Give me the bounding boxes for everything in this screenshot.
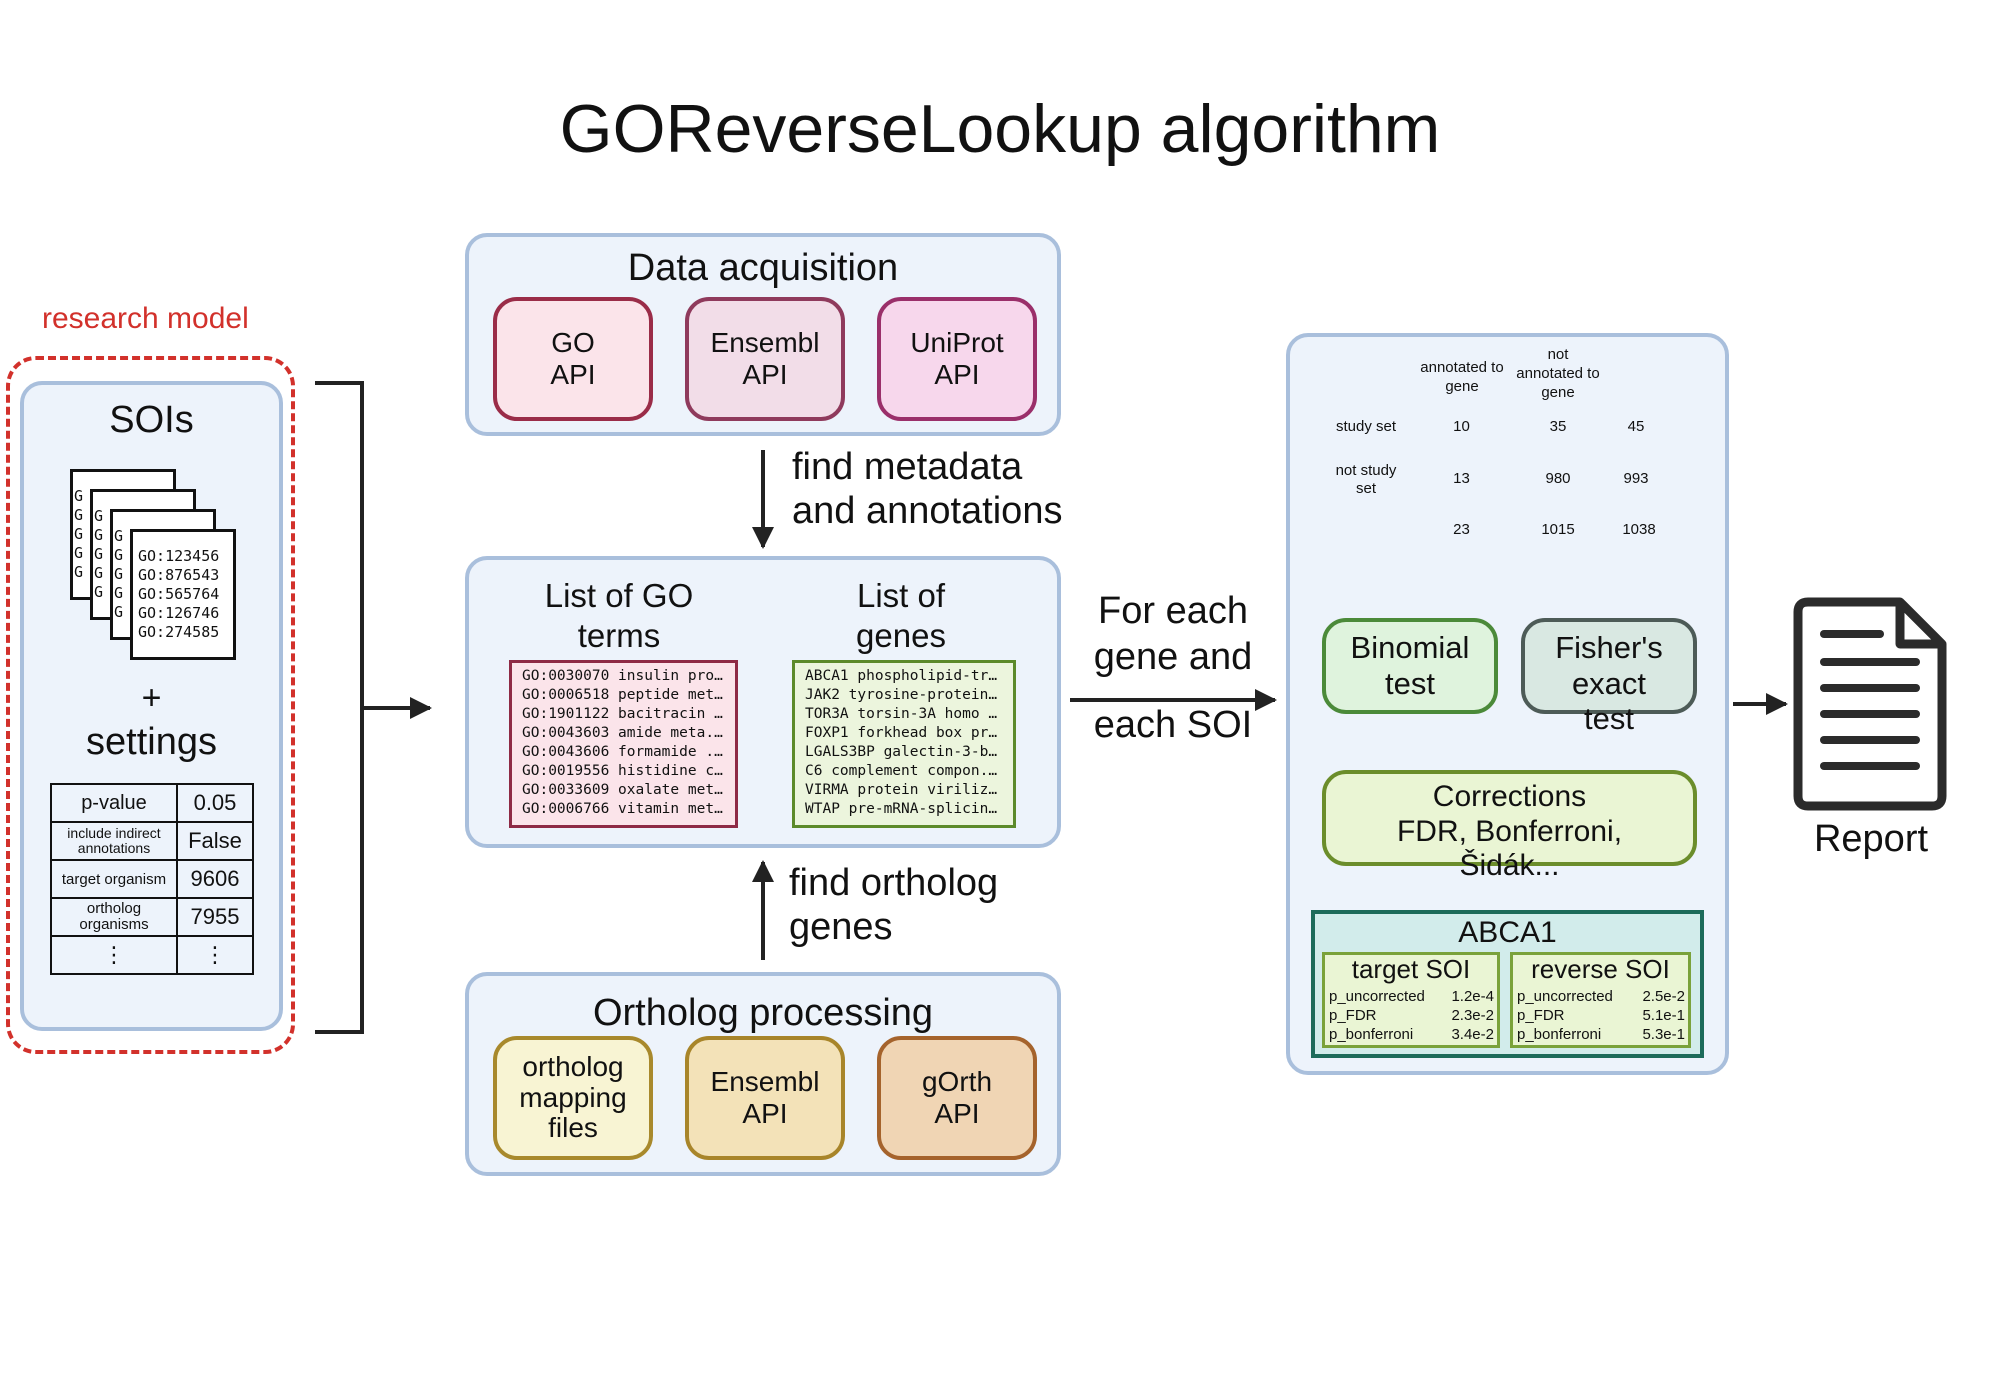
cell-r1c2: 35 — [1549, 418, 1567, 435]
cell-r2c2: 980 — [1545, 470, 1571, 487]
list-item: GO:0006518 peptide met... — [522, 687, 725, 703]
row-header-not-study-set: not study set — [1335, 462, 1397, 497]
report-label: Report — [1813, 818, 1929, 860]
cell-r3c3: 1038 — [1622, 521, 1656, 538]
research-model-dashed-frame — [6, 356, 295, 1054]
list-item: GO:0006766 vitamin met... — [522, 801, 725, 817]
list-item: JAK2 tyrosine-protein kin... — [805, 687, 1003, 703]
cell-r3c1: 23 — [1453, 521, 1470, 538]
cell-r3c2: 1015 — [1541, 521, 1575, 538]
settings-title: settings — [86, 721, 217, 763]
list-item: WTAP pre-mRNA-splicing... — [805, 801, 1003, 817]
list-item: GO:0030070 insulin proce... — [522, 668, 725, 684]
list-item: FOXP1 forkhead box pro... — [805, 725, 1003, 741]
cell-r1c1: 10 — [1453, 418, 1470, 435]
sois-title: SOIs — [109, 399, 194, 441]
col-header-not-annotated: not annotated to gene — [1516, 346, 1600, 401]
list-item: VIRMA protein virilizer ho... — [805, 782, 1003, 798]
research-model-label: research model — [42, 302, 249, 335]
report-document-icon — [1793, 597, 1947, 811]
soi-go-terms: GO:123456 GO:876543 GO:565764 GO:126746 … — [138, 547, 220, 641]
go-terms-list: GO:0030070 insulin proce... GO:0006518 p… — [509, 660, 738, 828]
list-item: GO:0043603 amide meta... — [522, 725, 725, 741]
result-gene: ABCA1 — [1458, 916, 1557, 949]
page-title: GOReverseLookup algorithm — [559, 91, 1441, 167]
ortholog-title: Ortholog processing — [592, 992, 934, 1034]
data-acquisition-title: Data acquisition — [627, 247, 899, 289]
cell-r2c1: 13 — [1453, 470, 1470, 487]
list-item: GO:1901122 bacitracin A... — [522, 706, 725, 722]
list-item: GO:0043606 formamide ... — [522, 744, 725, 760]
plus-sign: + — [141, 679, 162, 717]
list-item: GO:0033609 oxalate met... — [522, 782, 725, 798]
list-item: ABCA1 phospholipid-tran... — [805, 668, 1003, 684]
cell-r2c3: 993 — [1623, 470, 1649, 487]
cell-r1c3: 45 — [1627, 418, 1645, 435]
list-item: LGALS3BP galectin-3-bin... — [805, 744, 1003, 760]
list-item: C6 complement compon... — [805, 763, 1003, 779]
genes-list: ABCA1 phospholipid-tran... JAK2 tyrosine… — [792, 660, 1016, 828]
bracket — [315, 381, 364, 1034]
row-header-study-set: study set — [1335, 418, 1397, 435]
col-header-annotated: annotated to gene — [1420, 359, 1504, 395]
list-item: GO:0019556 histidine ca... — [522, 763, 725, 779]
list-item: TOR3A torsin-3A homo s... — [805, 706, 1003, 722]
